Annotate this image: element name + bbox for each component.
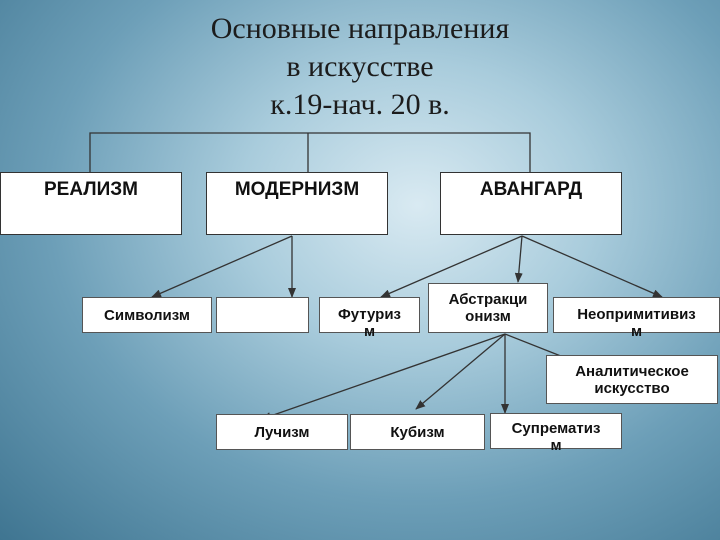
box-cubism: Кубизм — [350, 414, 485, 450]
arrow-abstractionism-to-cubism — [415, 333, 506, 410]
box-avantgarde: АВАНГАРД — [440, 172, 622, 235]
box-neoprimitivism: Неопримитивиз м — [553, 297, 720, 340]
arrow-avantgarde-to-neoprimitivism — [521, 235, 663, 298]
bracket-connector — [89, 132, 531, 172]
arrow-avantgarde-to-futurism — [380, 235, 523, 298]
box-abstractionism: Абстракци онизм — [428, 283, 548, 333]
box-rayonism: Лучизм — [216, 414, 348, 450]
diagram-title: Основные направления в искусстве к.19-на… — [210, 12, 510, 121]
box-analytical-art: Аналитическое искусство — [546, 355, 718, 404]
arrow-avantgarde-to-abstractionism — [514, 235, 523, 283]
arrow-abstractionism-to-rayonism — [261, 333, 506, 420]
box-suprematism: Супрематиз м — [490, 413, 622, 454]
box-futurism: Футуриз м — [319, 297, 420, 340]
box-modernism: МОДЕРНИЗМ — [206, 172, 388, 235]
arrow-modernism-to-symbolism — [151, 235, 293, 298]
box-realism: РЕАЛИЗМ — [0, 172, 182, 235]
box-symbolism: Символизм — [82, 297, 212, 333]
box-empty — [216, 297, 309, 333]
